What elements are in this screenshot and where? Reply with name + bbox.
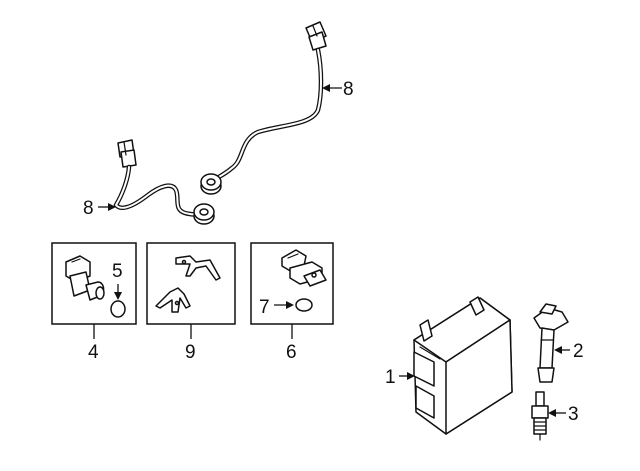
ignition-coil-icon[interactable] (533, 303, 569, 383)
wiring-harness-upper[interactable] (200, 21, 327, 195)
harness-connector-left-icon (117, 139, 137, 168)
engine-control-module-icon[interactable] (413, 296, 513, 435)
wiring-harness-lower[interactable] (113, 139, 215, 225)
callout-5-label: 5 (112, 261, 123, 282)
o-ring-icon (110, 300, 126, 318)
harness-connector-top-icon (305, 21, 327, 51)
callout-8-lower[interactable]: 8 (83, 198, 116, 219)
knock-sensor-ring-lower-icon (193, 203, 215, 225)
callout-1-label: 1 (385, 367, 396, 388)
spark-plug-icon[interactable] (531, 391, 549, 441)
part-box-brackets[interactable] (146, 242, 236, 325)
o-ring-crank-icon (295, 298, 313, 312)
callout-8-upper[interactable]: 8 (322, 79, 354, 100)
callout-4-label: 4 (88, 342, 99, 363)
callout-2-label: 2 (573, 341, 584, 362)
callout-3-label: 3 (568, 404, 579, 425)
part-box-cam-sensor[interactable]: 5 (51, 242, 137, 325)
callout-8-lower-label: 8 (83, 198, 94, 219)
bracket-lower-icon (155, 287, 191, 313)
callout-2[interactable]: 2 (554, 341, 584, 362)
callout-9-label: 9 (185, 342, 196, 363)
knock-sensor-ring-upper-icon (200, 173, 222, 195)
callout-7-label: 7 (259, 297, 270, 318)
crankshaft-sensor-icon (281, 249, 327, 287)
callout-8-upper-label: 8 (343, 79, 354, 100)
callout-1[interactable]: 1 (385, 367, 415, 388)
part-box-crank-sensor[interactable]: 7 (250, 242, 334, 325)
camshaft-sensor-icon (65, 255, 105, 301)
bracket-upper-icon (175, 255, 221, 281)
callout-3[interactable]: 3 (548, 404, 579, 425)
callout-6-label: 6 (286, 342, 297, 363)
